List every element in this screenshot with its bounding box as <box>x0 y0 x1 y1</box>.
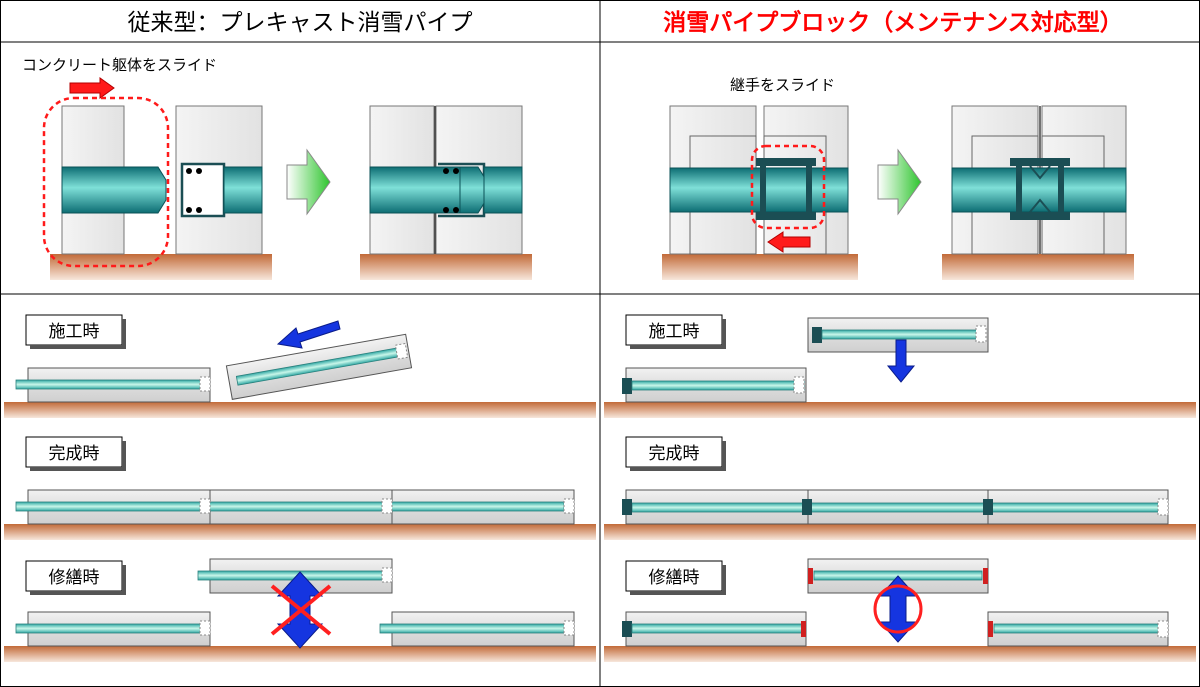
circle-icon <box>873 584 923 634</box>
top-left-panel: コンクリート躯体をスライド <box>22 56 532 280</box>
right-completion <box>622 489 1169 525</box>
left-repair <box>15 558 575 649</box>
stage-completion-right: 完成時 <box>649 444 700 464</box>
stage-repair-right: 修繕時 <box>649 568 700 588</box>
top-right-panel: 継手をスライド <box>662 76 1134 280</box>
stage-labels: 施工時 完成時 修繕時 施工時 完成時 修繕時 <box>25 314 726 595</box>
ground <box>50 254 272 280</box>
slide-joint-label: 継手をスライド <box>730 76 835 94</box>
bottom-ground <box>4 402 1196 662</box>
arrow-right-icon <box>69 77 115 99</box>
left-title: 従来型：プレキャスト消雪パイプ <box>128 10 473 36</box>
stage-construction-left: 施工時 <box>49 322 100 342</box>
arrow-left-icon <box>276 320 341 349</box>
green-arrow-icon <box>286 148 331 216</box>
stage-completion-left: 完成時 <box>49 444 100 464</box>
left-construction <box>15 320 413 403</box>
green-arrow-icon <box>877 148 922 216</box>
right-title: 消雪パイプブロック（メンテナンス対応型） <box>663 9 1123 36</box>
double-arrow-vertical-icon <box>878 575 918 643</box>
cross-icon <box>270 584 332 636</box>
left-completion <box>15 489 575 525</box>
right-repair <box>622 558 1169 647</box>
arrow-left-icon <box>767 231 811 253</box>
highlight-sliding-block <box>42 96 170 268</box>
arrow-down-icon <box>886 339 916 383</box>
right-construction <box>622 317 989 403</box>
stage-construction-right: 施工時 <box>649 322 700 342</box>
stage-repair-left: 修繕時 <box>49 568 100 588</box>
highlight-sliding-joint <box>750 144 826 230</box>
slide-concrete-label: コンクリート躯体をスライド <box>22 56 217 74</box>
